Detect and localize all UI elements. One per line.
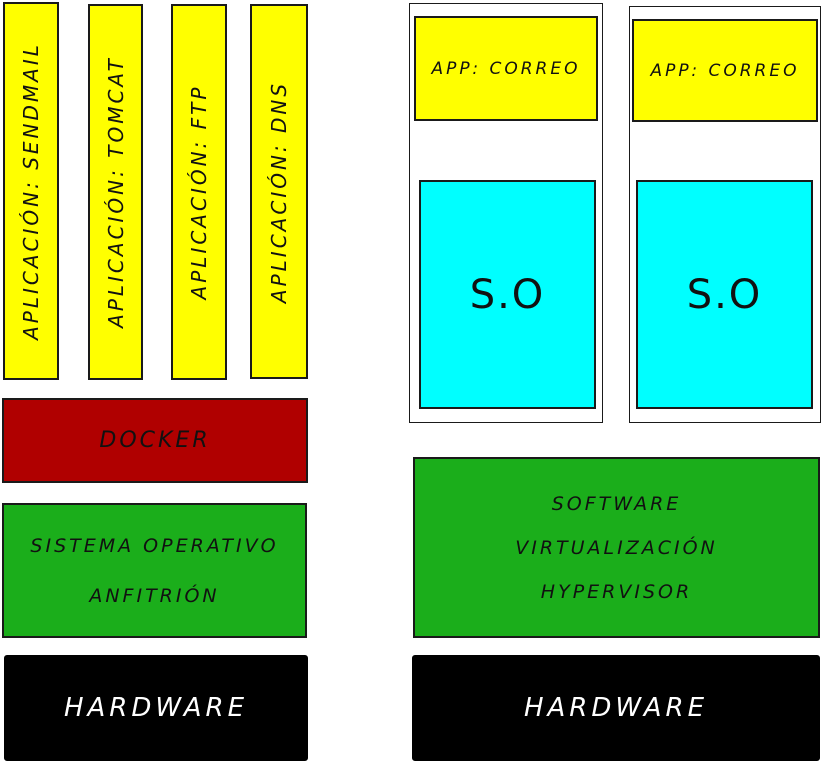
host-os-layer: SISTEMA OPERATIVO ANFITRIÓN (2, 503, 307, 638)
vm-2-os: S.O (636, 180, 813, 409)
app-ftp: APLICACIÓN: FTP (171, 4, 227, 380)
app-ftp-label: APLICACIÓN: FTP (187, 84, 211, 300)
app-sendmail-label: APLICACIÓN: SENDMAIL (19, 42, 43, 340)
host-os-line2: ANFITRIÓN (89, 584, 220, 607)
vm-2-app: APP: CORREO (632, 19, 818, 122)
hardware-left-label: HARDWARE (63, 693, 249, 723)
hypervisor-line2: VIRTUALIZACIÓN (515, 536, 718, 559)
hardware-right-label: HARDWARE (523, 693, 709, 723)
app-dns: APLICACIÓN: DNS (250, 4, 308, 379)
host-os-line1: SISTEMA OPERATIVO (30, 534, 279, 557)
app-tomcat: APLICACIÓN: TOMCAT (88, 4, 143, 380)
vm-1-app-label: APP: CORREO (431, 58, 581, 79)
hypervisor-line1: SOFTWARE (551, 492, 682, 515)
hardware-left: HARDWARE (4, 655, 308, 761)
app-sendmail: APLICACIÓN: SENDMAIL (3, 2, 59, 380)
hardware-right: HARDWARE (412, 655, 820, 761)
app-tomcat-label: APLICACIÓN: TOMCAT (103, 56, 128, 328)
app-dns-label: APLICACIÓN: DNS (267, 80, 291, 303)
docker-layer: DOCKER (2, 398, 308, 483)
hypervisor-layer: SOFTWARE VIRTUALIZACIÓN HYPERVISOR (413, 457, 820, 638)
vm-2-os-label: S.O (686, 271, 763, 318)
docker-label: DOCKER (99, 428, 211, 453)
vm-1-os-label: S.O (469, 271, 546, 318)
hypervisor-line3: HYPERVISOR (540, 580, 693, 603)
vm-1-os: S.O (419, 180, 596, 409)
vm-2-app-label: APP: CORREO (650, 60, 800, 81)
vm-1-app: APP: CORREO (414, 16, 598, 121)
